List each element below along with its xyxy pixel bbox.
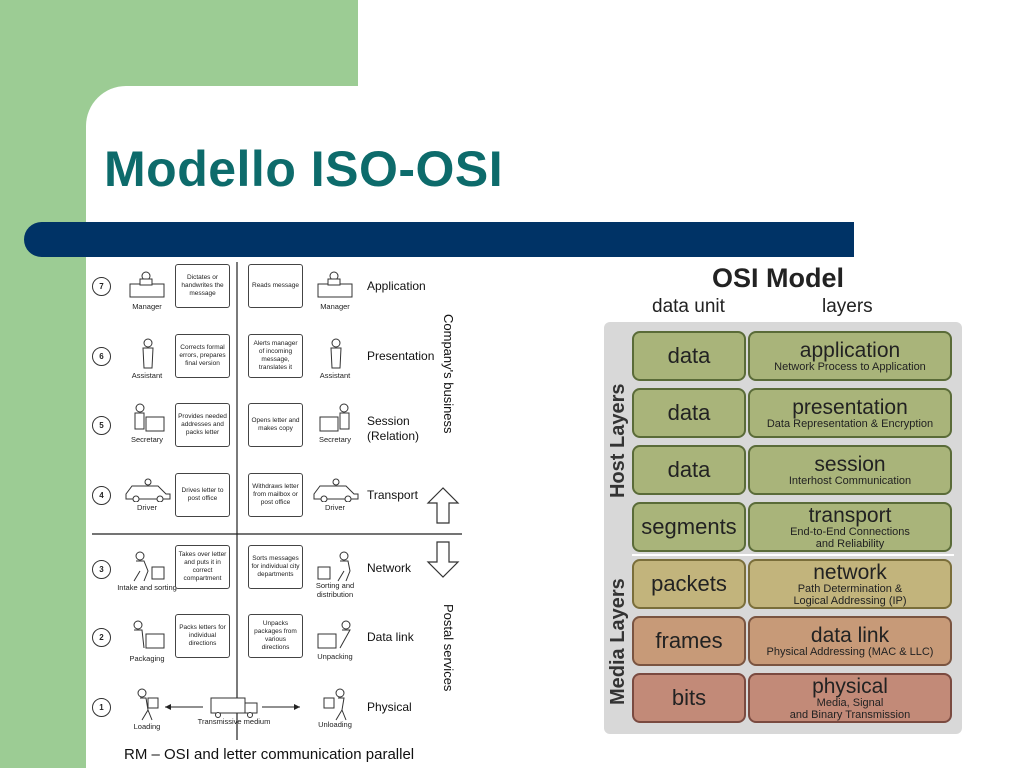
layer-name: Presentation	[367, 349, 435, 363]
role-label: Intake and sorting	[117, 583, 177, 592]
transmissive-medium-label: Transmissive medium	[197, 717, 271, 726]
role-label: Manager	[132, 302, 162, 311]
role-label: Packaging	[129, 654, 165, 663]
layer-number: 6	[92, 347, 111, 366]
action-box: Withdraws letter from mailbox or post of…	[248, 473, 303, 517]
osi-model-title: OSI Model	[712, 263, 845, 293]
group-label-postal: Postal services	[441, 604, 456, 692]
role-label: Assistant	[131, 371, 163, 380]
action-box: Packs letters for individual directions	[175, 614, 230, 658]
role-label: Driver	[137, 503, 157, 512]
role-label: Assistant	[319, 371, 351, 380]
role-label: Secretary	[318, 435, 352, 444]
role-label: Sorting and distribution	[315, 581, 355, 599]
manager-desk-icon	[129, 271, 165, 298]
role-label: Unloading	[318, 720, 352, 729]
manager-desk-icon	[317, 271, 353, 298]
layer-name: session	[814, 452, 886, 476]
layer-name: Physical	[367, 700, 412, 714]
layer-number: 3	[92, 560, 111, 579]
layer-description: Data Representation & Encryption	[766, 417, 934, 430]
data-unit-cell: data	[632, 445, 746, 495]
group-label-company: Company's business	[441, 314, 456, 434]
host-media-divider	[632, 554, 954, 556]
action-box: Alerts manager of incoming message, tran…	[248, 334, 303, 378]
layer-description: Interhost Communication	[788, 474, 912, 487]
data-unit-cell: data	[632, 331, 746, 381]
layer-number: 1	[92, 698, 111, 717]
data-unit-cell: segments	[632, 502, 746, 552]
column-header-layers: layers	[822, 296, 873, 317]
layer-description: Physical Addressing (MAC & LLC)	[766, 645, 934, 658]
layer-name: data link	[810, 623, 890, 647]
sorting-worker-icon	[133, 551, 165, 582]
layer-description: Media, Signal and Binary Transmission	[789, 696, 911, 721]
assistant-icon	[330, 338, 342, 369]
layer-number: 5	[92, 416, 111, 435]
action-box: Dictates or handwrites the message	[175, 264, 230, 308]
layer-name: Transport	[367, 488, 418, 502]
layer-name: presentation	[792, 395, 908, 419]
layer-name: Session (Relation)	[367, 414, 420, 443]
data-unit-cell: packets	[632, 559, 746, 609]
layer-name: Application	[367, 279, 426, 293]
loading-worker-icon	[137, 688, 159, 721]
layer-name: physical	[812, 674, 888, 698]
slide-title: Modello ISO-OSI	[104, 141, 504, 197]
layer-name: Network	[367, 561, 412, 575]
layer-number: 4	[92, 486, 111, 505]
title-bar	[24, 222, 854, 257]
layer-description: Network Process to Application	[774, 360, 926, 373]
assistant-icon	[142, 338, 154, 369]
data-unit-cell: frames	[632, 616, 746, 666]
action-box: Drives letter to post office	[175, 473, 230, 517]
action-box: Sorts messages for individual city depar…	[248, 545, 303, 589]
layer-name: network	[813, 560, 887, 584]
unpacking-icon	[317, 620, 351, 649]
role-label: Driver	[325, 503, 345, 512]
sorting-worker-icon	[317, 551, 351, 582]
layer-name: transport	[808, 503, 892, 527]
packaging-icon	[133, 620, 165, 649]
car-icon	[125, 478, 171, 502]
layer-number: 2	[92, 628, 111, 647]
role-label: Secretary	[130, 435, 164, 444]
layer-name: Data link	[367, 630, 414, 644]
action-box: Corrects formal errors, prepares final v…	[175, 334, 230, 378]
layer-description: Path Determination & Logical Addressing …	[793, 582, 907, 607]
layer-number: 7	[92, 277, 111, 296]
action-box: Opens letter and makes copy	[248, 403, 303, 447]
column-header-data-unit: data unit	[652, 296, 725, 317]
role-label: Unpacking	[317, 652, 353, 661]
data-unit-cell: data	[632, 388, 746, 438]
figure-caption: RM – OSI and letter communication parall…	[124, 746, 415, 763]
role-label: Loading	[133, 722, 161, 731]
layer-description: End-to-End Connections and Reliability	[790, 525, 910, 550]
car-icon	[313, 478, 359, 502]
layer-name: application	[799, 338, 901, 362]
action-box: Reads message	[248, 264, 303, 308]
action-box: Takes over letter and puts it in correct…	[175, 545, 230, 589]
data-unit-cell: bits	[632, 673, 746, 723]
group-label-host: Host Layers	[607, 383, 629, 499]
unloading-worker-icon	[323, 688, 347, 721]
secretary-icon	[134, 403, 165, 432]
action-box: Provides needed addresses and packs lett…	[175, 403, 230, 447]
role-label: Manager	[320, 302, 350, 311]
group-label-media: Media Layers	[607, 578, 629, 706]
secretary-icon	[319, 403, 350, 432]
action-box: Unpacks packages from various directions	[248, 614, 303, 658]
